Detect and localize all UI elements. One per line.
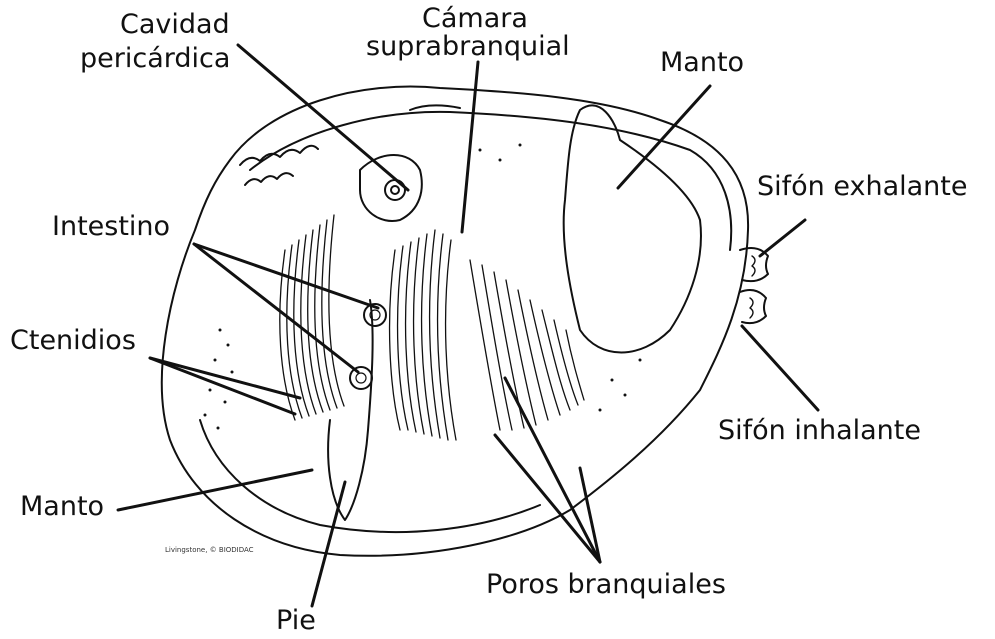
image-credit: Livingstone, © BIODIDAC	[165, 546, 254, 554]
label-sifon-exhalante: Sifón exhalante	[757, 172, 968, 202]
leader-intestino-1	[194, 244, 378, 308]
label-poros-branquiales: Poros branquiales	[486, 570, 726, 600]
leader-lines	[118, 45, 818, 606]
label-ctenidios: Ctenidios	[10, 326, 136, 356]
leader-sifon-exhalante	[760, 220, 805, 256]
label-cavidad-line1: Cavidad	[120, 10, 230, 40]
label-cavidad-line2: pericárdica	[80, 44, 230, 74]
leader-cavidad	[238, 45, 408, 190]
label-intestino: Intestino	[52, 212, 170, 242]
leader-poros-2	[505, 378, 600, 562]
leader-ctenidios-2	[150, 358, 295, 414]
label-sifon-inhalante: Sifón inhalante	[718, 416, 921, 446]
label-pie: Pie	[276, 606, 316, 636]
label-manto-bottom: Manto	[20, 492, 104, 522]
foot	[328, 300, 372, 520]
mantle-edge	[250, 112, 731, 250]
label-manto-top: Manto	[660, 48, 744, 78]
mantle-lobe	[564, 105, 701, 352]
ctenidia-middle	[390, 230, 456, 440]
leader-camara	[462, 62, 478, 232]
label-camara-line2: suprabranquial	[366, 32, 570, 62]
leader-sifon-inhalante	[742, 326, 818, 410]
leader-pie	[312, 482, 345, 606]
leader-intestino-2	[194, 244, 358, 372]
inhalant-siphon	[740, 290, 766, 323]
label-camara-line1: Cámara	[422, 4, 528, 34]
leader-ctenidios-1	[150, 358, 300, 398]
intestine-sections	[350, 304, 386, 389]
shell-outline	[162, 87, 748, 556]
ctenidia-right	[470, 260, 584, 430]
hinge-ridge	[240, 146, 318, 165]
